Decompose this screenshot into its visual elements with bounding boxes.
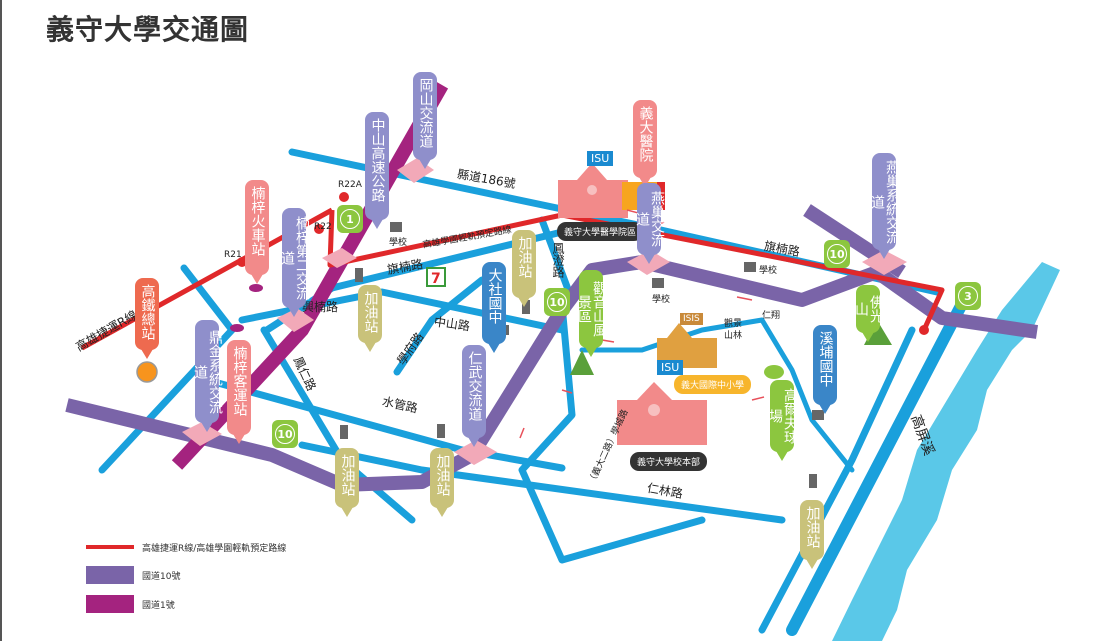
convenience-store-icon: 7 [426, 267, 446, 287]
station-r22a: R22A [338, 180, 362, 190]
freeway-number: 1 [340, 209, 360, 229]
freeway-10-sign-icon: 10 [544, 288, 570, 316]
map-title: 義守大學交通圖 [46, 13, 250, 46]
callout-gas-station: 加油站 [512, 230, 536, 307]
freeway-number: 10 [547, 292, 567, 312]
callout-gas-station: 加油站 [335, 448, 359, 517]
guanjing-forest-label: 觀景山林 [724, 319, 743, 341]
callout-yanchao-system-interchange: 燕巢系統交流道 [869, 153, 900, 259]
medical-campus-building [558, 163, 628, 218]
river-gaoping [832, 262, 1060, 641]
callout-gas-station: 加油站 [358, 285, 382, 352]
callout-gas-station: 加油站 [430, 448, 454, 517]
school-label: 學校 [652, 295, 671, 305]
callout-national-freeway-1: 中山高速公路 [365, 112, 389, 229]
callout-xipu-junior-high: 溪埔國中 [813, 325, 837, 414]
freeway-number: 10 [275, 424, 295, 444]
road-label-xingnan: 興楠路 [302, 300, 339, 314]
road-loop [518, 301, 706, 564]
train-station-marker [249, 284, 263, 292]
freeway-1 [171, 81, 449, 470]
freeway-1-sign-icon: 1 [337, 205, 363, 233]
road-east-main [786, 294, 970, 636]
freeway-10-sign-icon: 10 [824, 240, 850, 268]
callout-gangshan-interchange: 岡山交流道 [413, 72, 437, 169]
isis-sign: ISIS [680, 313, 703, 325]
mrt-stations [237, 192, 929, 335]
callout-nanzi-2nd-interchange: 楠梓第二交流道 [279, 208, 310, 317]
provincial-3-sign-icon: 3 [955, 282, 981, 310]
callout-dashe-junior-high: 大社國中 [482, 262, 506, 353]
station-r22: R22 [314, 222, 332, 232]
medical-campus-label: 義守大學醫學院區 [557, 222, 644, 241]
main-campus-label: 義守大學校本部 [630, 452, 708, 471]
legend-swatch-mrt [86, 545, 134, 549]
renxiang-label: 仁翔 [762, 311, 781, 321]
callout-renwu-interchange: 仁武交流道 [462, 345, 486, 447]
callout-fo-guang-shan: 佛光山 [853, 285, 884, 342]
school-label: 學校 [759, 266, 778, 276]
callout-hsr-station: 高鐵總站 [135, 278, 159, 359]
school-label: 學校 [389, 238, 408, 248]
isu-sign-main: ISU [657, 360, 684, 375]
callout-yanchao-interchange: 燕巢交流道 [634, 183, 665, 264]
callout-eda-hospital: 義大醫院 [633, 100, 657, 187]
bus-station-marker [230, 324, 244, 332]
freeway-10-sign-icon: 10 [272, 420, 298, 448]
callout-nanzi-bus-station: 楠梓客運站 [227, 340, 251, 444]
callout-golf-course: 高爾夫球場 [767, 380, 798, 461]
legend-swatch-fw10 [86, 566, 134, 584]
road-east-inner [758, 326, 916, 634]
callout-guanyinshan-scenic-area: 觀音山風景區 [576, 270, 607, 357]
freeway-number: 10 [827, 244, 847, 264]
legend-item-mrt: 高雄捷運R線/高雄學園輕軌預定路線 [142, 544, 287, 554]
legend-item-fw10: 國道10號 [142, 572, 181, 582]
intl-school-label: 義大國際中小學 [674, 375, 752, 394]
callout-gas-station: 加油站 [800, 500, 824, 569]
main-campus-building [617, 382, 707, 445]
callout-dingjin-interchange: 鼎金系統交流道 [192, 320, 223, 432]
hsr-station-marker [136, 361, 158, 383]
road-fengcheng [538, 216, 576, 304]
gas-station-icons [340, 268, 817, 488]
legend-swatch-fw1 [86, 595, 134, 613]
road-xuefu [393, 276, 486, 376]
isu-sign-medical: ISU [587, 151, 614, 166]
legend-item-fw1: 國道1號 [142, 601, 175, 611]
golf-course-icon [764, 365, 784, 379]
callout-nanzi-train-station: 楠梓火車站 [245, 180, 269, 284]
station-r21: R21 [224, 250, 242, 260]
freeway-number: 3 [958, 286, 978, 306]
svg-text:7: 7 [431, 271, 441, 287]
road-label-fengcheng: 鳳澄路 [551, 242, 565, 278]
